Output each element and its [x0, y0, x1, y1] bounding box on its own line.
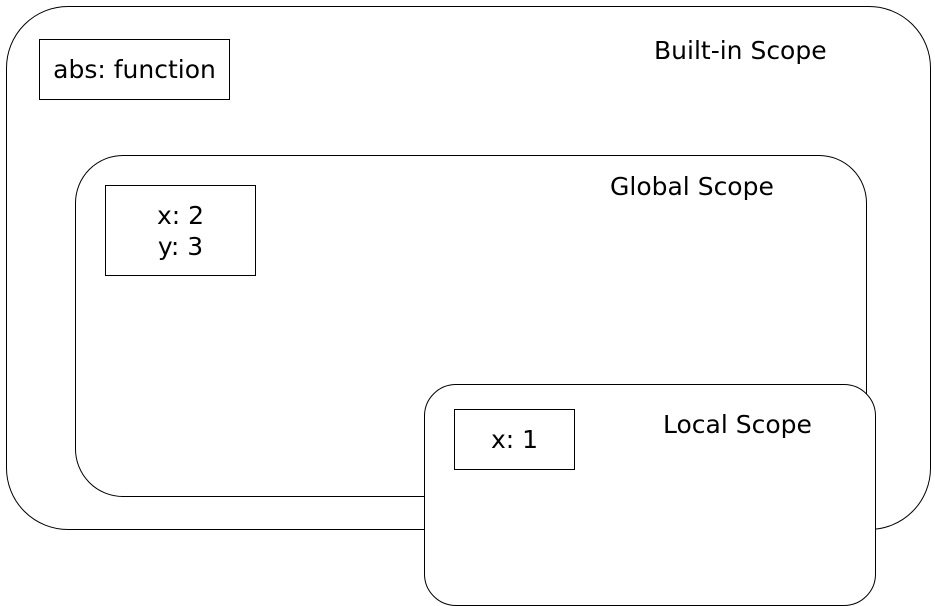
local-scope-title: Local Scope [663, 410, 812, 439]
builtin-scope-title: Built-in Scope [654, 36, 827, 65]
builtin-scope: Built-in Scope abs: function Global Scop… [6, 6, 931, 606]
global-scope: Global Scope x: 2 y: 3 Local Scope x: 1 [75, 155, 876, 606]
builtin-bindings-box: abs: function [39, 39, 230, 100]
global-bindings-box: x: 2 y: 3 [105, 185, 256, 276]
binding-global-y: y: 3 [157, 231, 204, 261]
binding-local-x: x: 1 [490, 425, 539, 454]
binding-abs: abs: function [53, 55, 216, 84]
local-bindings-box: x: 1 [454, 409, 575, 470]
global-scope-title: Global Scope [610, 172, 774, 201]
binding-global-x: x: 2 [156, 200, 205, 230]
local-scope: Local Scope x: 1 [424, 384, 876, 606]
